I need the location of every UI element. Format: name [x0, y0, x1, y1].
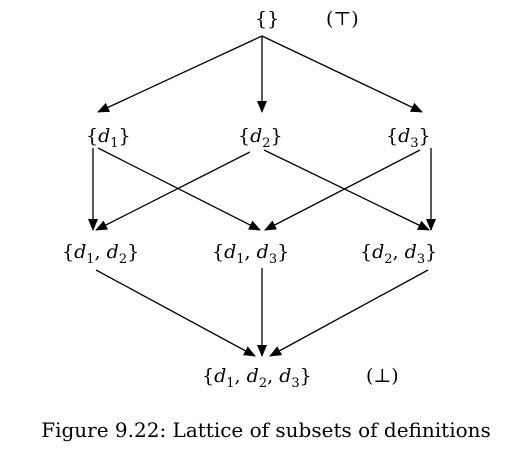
definition-subscript: 3	[416, 252, 426, 267]
definition-subscript: 1	[226, 376, 235, 391]
set-open-brace: {	[202, 365, 215, 387]
top-set: {}	[255, 8, 280, 30]
definition-subscript: 2	[384, 252, 393, 267]
node-d1-d3: {d1, d3}	[212, 241, 290, 267]
definition-subscript: 3	[410, 136, 419, 151]
node-d1: {d1}	[86, 125, 131, 151]
edge-d2-to-d2d3	[263, 149, 430, 231]
definition-var: d	[246, 365, 259, 387]
definition-subscript: 2	[258, 376, 268, 391]
set-separator: ,	[392, 241, 405, 263]
definition-subscript: 3	[291, 376, 300, 391]
set-open-brace: {	[238, 125, 251, 147]
definition-var: d	[214, 365, 227, 387]
definition-var: d	[372, 241, 385, 263]
node-d2-d3: {d2, d3}	[360, 241, 438, 267]
set-close-brace: }	[425, 241, 438, 263]
edge-top-to-d3	[261, 35, 423, 113]
set-open-brace: {	[386, 125, 399, 147]
set-close-brace: }	[270, 125, 283, 147]
edge-group	[88, 35, 436, 357]
edge-d3-to-d1d3	[264, 149, 421, 231]
edge-top-to-d1	[97, 35, 263, 113]
definition-subscript: 3	[268, 252, 278, 267]
node-d2: {d2}	[238, 125, 283, 151]
set-separator: ,	[267, 365, 280, 387]
bottom-marker-text: (⊥)	[366, 365, 399, 387]
set-separator: ,	[234, 365, 247, 387]
set-open-brace: {	[62, 241, 75, 263]
definition-var: d	[256, 241, 269, 263]
node-d3: {d3}	[386, 125, 431, 151]
definition-var: d	[106, 241, 119, 263]
set-open-brace: {	[86, 125, 99, 147]
definition-subscript: 1	[86, 252, 95, 267]
set-close-brace: }	[299, 365, 312, 387]
top-marker-text: (⊤)	[326, 8, 359, 30]
definition-var: d	[74, 241, 87, 263]
edge-d2d3-to-bottom	[269, 269, 429, 357]
definition-var: d	[224, 241, 237, 263]
node-d1-d2: {d1, d2}	[62, 241, 140, 267]
node-top: {}	[255, 10, 279, 29]
set-separator: ,	[244, 241, 257, 263]
set-close-brace: }	[118, 125, 131, 147]
definition-subscript: 2	[118, 252, 128, 267]
set-close-brace: }	[418, 125, 431, 147]
definition-var: d	[404, 241, 417, 263]
edge-d1d2-to-bottom	[95, 269, 256, 357]
definition-var: d	[250, 125, 263, 147]
figure-caption: Figure 9.22: Lattice of subsets of defin…	[41, 418, 491, 442]
bottom-marker: (⊥)	[366, 367, 399, 386]
set-close-brace: }	[127, 241, 140, 263]
definition-subscript: 2	[262, 136, 271, 151]
set-open-brace: {	[212, 241, 225, 263]
definition-subscript: 1	[110, 136, 119, 151]
definition-var: d	[398, 125, 411, 147]
definition-var: d	[98, 125, 111, 147]
top-marker: (⊤)	[326, 10, 359, 29]
edge-d2-to-d1d2	[95, 151, 251, 231]
set-open-brace: {	[360, 241, 373, 263]
node-bottom: {d1, d2, d3}	[202, 365, 312, 391]
set-separator: ,	[94, 241, 107, 263]
edge-d1-to-d1d3	[97, 147, 261, 231]
definition-subscript: 1	[236, 252, 245, 267]
definition-var: d	[279, 365, 292, 387]
set-close-brace: }	[277, 241, 290, 263]
